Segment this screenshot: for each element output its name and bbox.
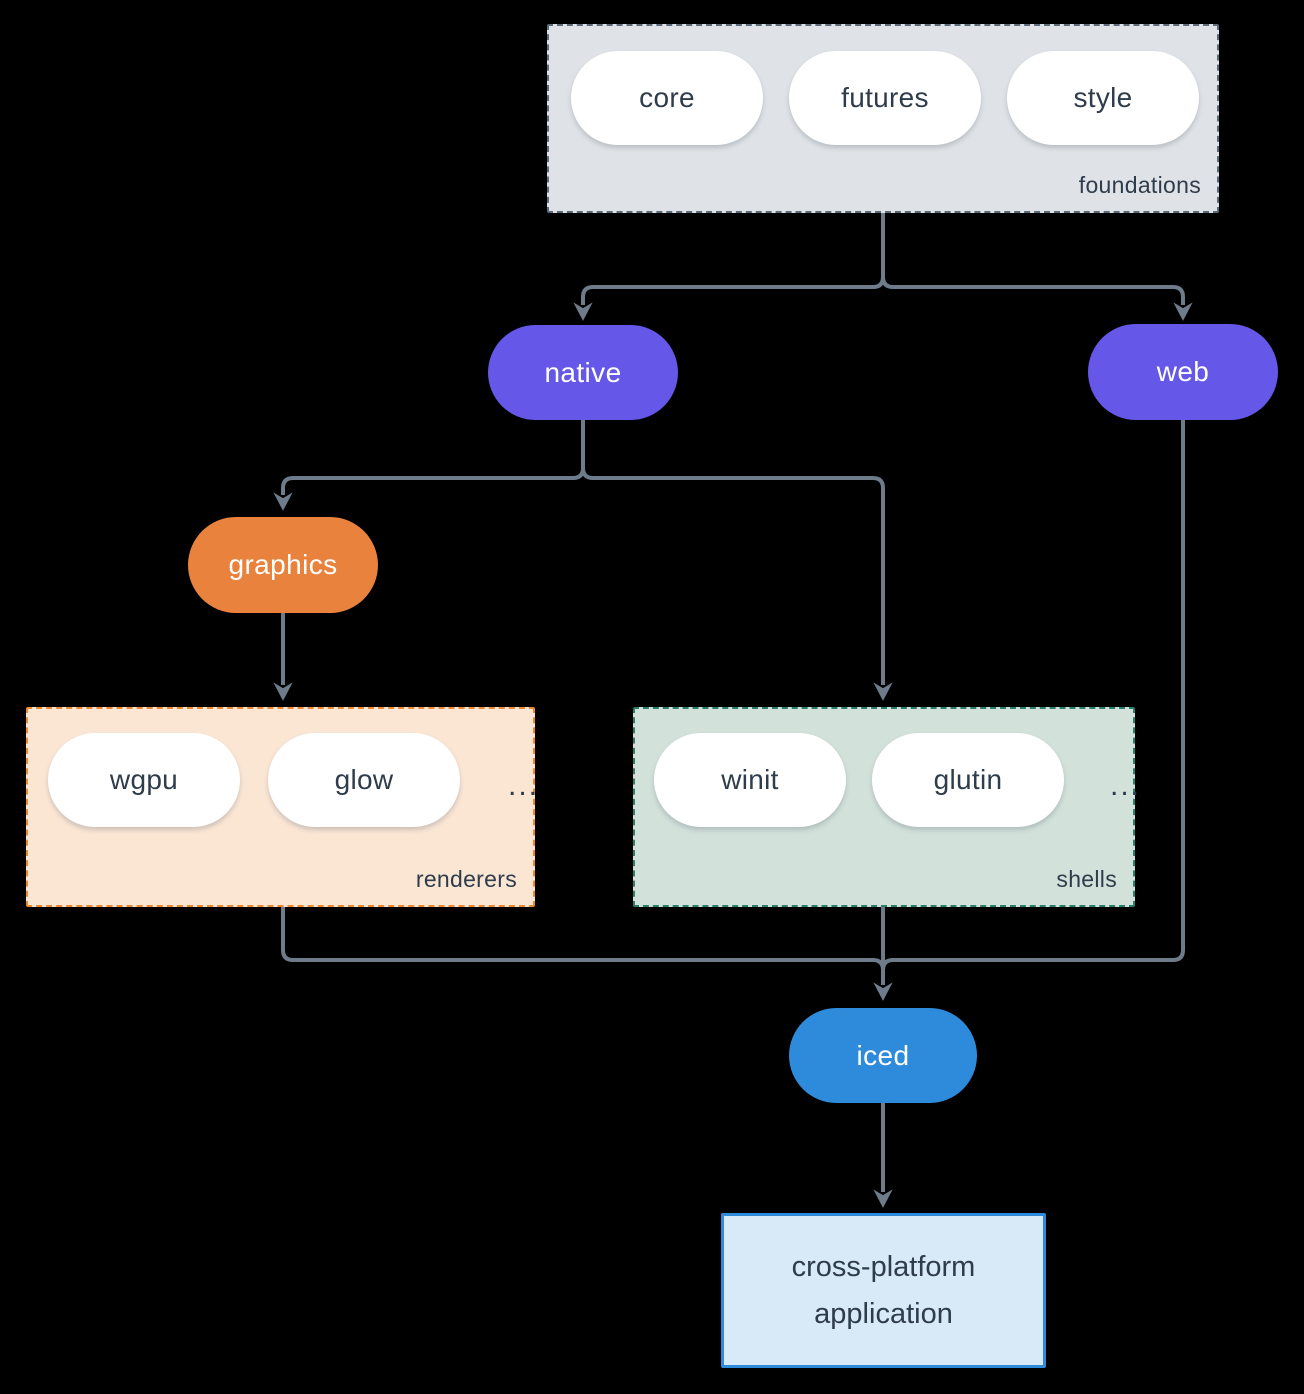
style-label: style xyxy=(1073,82,1133,113)
foundations-group-box: core futures style foundations xyxy=(547,24,1219,213)
core-label: core xyxy=(639,82,695,113)
edge-native-shells xyxy=(581,420,893,701)
foundations-group-label: foundations xyxy=(1078,172,1201,198)
node-pill-wgpu: wgpu xyxy=(48,733,240,827)
node-pill-core: core xyxy=(571,51,763,145)
edge-foundations-native xyxy=(573,213,885,321)
iced-label: iced xyxy=(856,1039,910,1071)
node-pill-futures: futures xyxy=(789,51,981,145)
node-pill-winit: winit xyxy=(654,733,846,827)
edge-renderers-iced xyxy=(281,907,885,971)
shells-ellipsis: ... xyxy=(1110,769,1142,802)
renderers-group-label: renderers xyxy=(415,866,517,892)
node-pill-glutin: glutin xyxy=(872,733,1064,827)
node-pill-graphics: graphics xyxy=(188,517,378,613)
graphics-label: graphics xyxy=(228,549,338,580)
node-pill-iced: iced xyxy=(789,1008,977,1103)
application-box: cross-platform application xyxy=(721,1213,1046,1368)
foundations-pills-row: core futures style xyxy=(571,51,1199,145)
node-pill-style: style xyxy=(1007,51,1199,145)
edge-foundations-web xyxy=(881,213,1193,321)
renderers-group-box: wgpu glow ... renderers xyxy=(26,707,537,907)
glow-label: glow xyxy=(334,764,394,795)
native-label: native xyxy=(544,356,622,388)
winit-label: winit xyxy=(721,764,779,795)
glutin-label: glutin xyxy=(933,764,1003,795)
shells-pills-row: winit glutin ... xyxy=(654,733,1141,827)
application-label: cross-platform application xyxy=(791,1251,976,1330)
web-label: web xyxy=(1156,356,1210,387)
renderers-ellipsis: ... xyxy=(508,769,540,802)
node-pill-native: native xyxy=(488,325,678,420)
shells-group-label: shells xyxy=(1056,866,1117,892)
node-pill-glow: glow xyxy=(268,733,460,827)
wgpu-label: wgpu xyxy=(109,764,179,795)
node-pill-web: web xyxy=(1088,324,1278,420)
futures-label: futures xyxy=(841,82,929,113)
edge-native-graphics xyxy=(273,420,585,511)
shells-group-box: winit glutin ... shells xyxy=(633,707,1139,907)
renderers-pills-row: wgpu glow ... xyxy=(48,733,539,827)
